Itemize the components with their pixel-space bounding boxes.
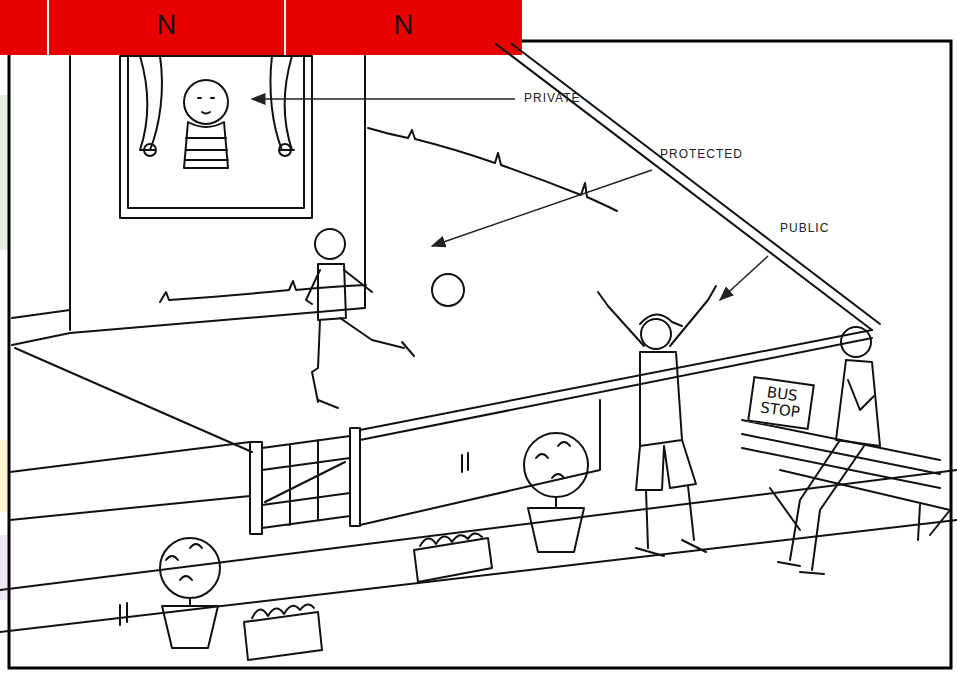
- bush-leaves: [166, 544, 202, 580]
- leader-arrow: [252, 98, 515, 100]
- man-legs: [790, 440, 864, 570]
- front-wall: [10, 442, 250, 520]
- boy-arms: [598, 286, 716, 346]
- table-cell: N: [285, 11, 522, 41]
- gate: [262, 436, 350, 528]
- cell-divider: [47, 0, 49, 55]
- baby-face: [198, 98, 214, 114]
- line-art: [0, 44, 957, 660]
- cell-divider: [284, 0, 286, 55]
- man-body: [836, 360, 880, 446]
- bus-stop-sign: BUS STOP: [747, 376, 815, 430]
- zone-label: PRIVATE: [524, 92, 634, 105]
- planter-box: [244, 612, 322, 660]
- gate-post: [250, 442, 262, 534]
- window-pane: [128, 56, 304, 208]
- wall-face: [360, 400, 600, 525]
- baby-body: [184, 122, 228, 168]
- sign-text: BUS STOP: [753, 384, 809, 422]
- leader-arrow: [432, 170, 652, 246]
- picture-frame: [9, 41, 951, 668]
- boy-shirt: [640, 352, 682, 446]
- plant-pot: [162, 598, 218, 648]
- pavement-edge: [0, 470, 957, 632]
- table-cell: N: [48, 11, 285, 41]
- planter-box: [414, 538, 492, 582]
- curtain: [270, 56, 294, 150]
- window-frame: [120, 56, 312, 218]
- boy-head: [641, 319, 671, 349]
- wall-top: [360, 330, 872, 440]
- gate-post: [350, 428, 360, 526]
- curtain-tie: [279, 144, 291, 156]
- kid-legs: [312, 318, 404, 402]
- grass-edge: [160, 281, 366, 302]
- bench: [742, 420, 950, 540]
- planter-flowers: [420, 533, 482, 546]
- grass-edge: [368, 128, 617, 211]
- man-head: [841, 327, 871, 357]
- bush-leaves: [536, 442, 570, 478]
- kid-shirt: [318, 264, 346, 320]
- path-edge: [15, 348, 252, 452]
- leader-arrow: [720, 256, 768, 300]
- house-corner: [69, 56, 71, 330]
- bush: [524, 433, 588, 497]
- man-arm: [848, 380, 874, 410]
- house-wall-edge: [364, 56, 366, 308]
- zone-label: PROTECTED: [660, 148, 780, 161]
- grass-tuft: [120, 453, 468, 625]
- baby-head: [184, 80, 228, 124]
- boy-shorts: [636, 440, 696, 490]
- zone-label: PUBLIC: [780, 222, 870, 235]
- curtain-tie: [144, 144, 156, 156]
- curtain: [140, 56, 162, 150]
- plant-pot: [528, 497, 584, 552]
- baby-stripes: [185, 138, 228, 160]
- ball: [432, 274, 464, 306]
- planter-flowers: [252, 604, 314, 618]
- bush: [160, 538, 220, 598]
- boy-legs: [646, 486, 694, 548]
- header-bar: [0, 0, 522, 55]
- house-base: [12, 308, 365, 345]
- back-fence: [496, 44, 880, 330]
- man-shoes: [778, 562, 824, 574]
- kid-shoes: [318, 342, 414, 408]
- kid-head: [315, 229, 345, 259]
- node-text-wrap: BUS STOP: [753, 384, 809, 422]
- boy-cap: [640, 314, 682, 326]
- boy-shoes: [636, 540, 706, 556]
- kid-arms: [306, 270, 372, 304]
